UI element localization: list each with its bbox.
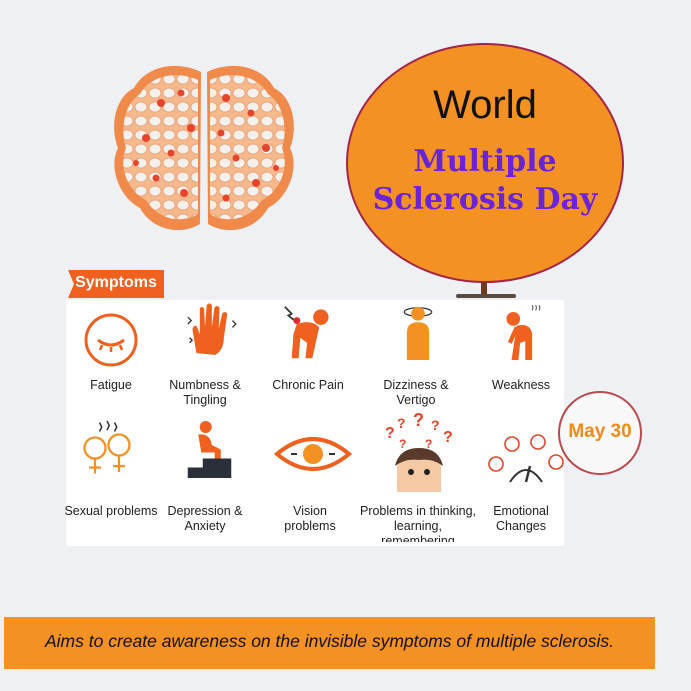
svg-text:?: ?	[425, 437, 432, 451]
svg-text:?: ?	[413, 412, 424, 430]
symptom-label-depression: Depression & Anxiety	[167, 504, 243, 533]
title-circle: World Multiple Sclerosis Day	[346, 43, 624, 283]
title-line-multiple: Multiple	[413, 144, 557, 179]
symptom-label-dizziness: Dizziness & Vertigo	[383, 378, 449, 407]
symptom-label-weakness: Weakness	[491, 378, 551, 392]
svg-text:?: ?	[397, 415, 406, 431]
title-subtitle: Multiple Sclerosis Day	[348, 143, 622, 219]
tingling-hand-icon	[187, 303, 237, 355]
weak-person-icon	[506, 304, 541, 360]
svg-text:?: ?	[443, 429, 453, 446]
circle-stem	[481, 282, 487, 296]
eye-icon	[273, 437, 353, 471]
mood-gauge-icon	[488, 434, 564, 483]
confused-person-icon: ?? ?? ?? ?	[385, 412, 453, 492]
sitting-person-icon	[187, 421, 232, 478]
svg-text:?: ?	[385, 425, 395, 442]
symptom-label-numbness: Numbness & Tingling	[169, 378, 241, 407]
svg-text:?: ?	[399, 437, 406, 451]
symptom-label-thinking: Problems in thinking, learning, remember…	[359, 504, 477, 542]
symptoms-label: Symptoms	[75, 274, 157, 291]
symptoms-panel: Fatigue Numbness & Tingling Chronic Pain…	[64, 300, 564, 546]
symptom-label-emotional: Emotional Changes	[493, 504, 549, 533]
svg-text:?: ?	[431, 417, 440, 433]
symptom-label-fatigue: Fatigue	[90, 378, 132, 392]
title-world: World	[433, 83, 537, 127]
closed-eye-icon	[84, 313, 138, 367]
date-text: May 30	[568, 421, 632, 442]
symptom-label-sexual: Sexual problems	[64, 504, 158, 518]
brain-illustration	[114, 65, 294, 231]
title-line-sclerosis-day: Sclerosis Day	[372, 182, 598, 217]
footer-banner: Aims to create awareness on the invisibl…	[4, 617, 655, 669]
symptoms-badge	[68, 270, 164, 298]
date-circle: May 30	[558, 391, 642, 475]
back-pain-icon	[284, 306, 329, 359]
circle-stem-base	[456, 294, 516, 298]
symptom-label-chronic-pain: Chronic Pain	[272, 378, 344, 392]
footer-text: Aims to create awareness on the invisibl…	[45, 631, 614, 651]
dizzy-person-icon	[403, 306, 433, 360]
gender-symbols-icon	[83, 420, 131, 474]
symptom-label-vision: Vision problems	[284, 504, 336, 533]
